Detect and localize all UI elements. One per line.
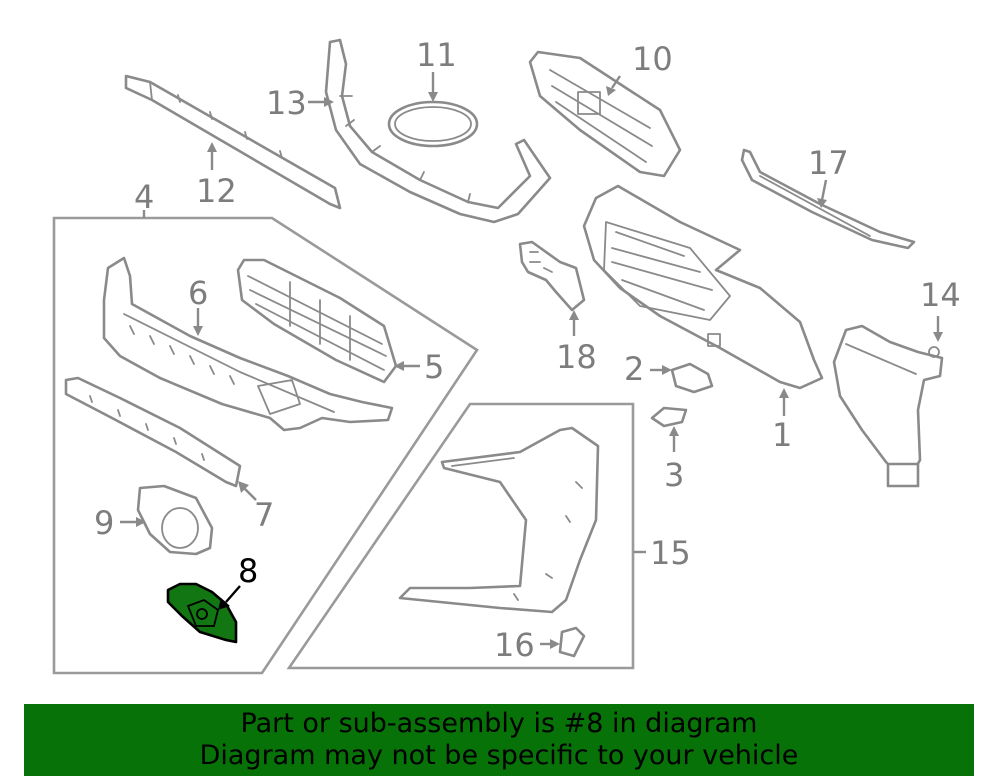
banner-line-1: Part or sub-assembly is #8 in diagram — [240, 708, 758, 739]
part-7-lower-strip — [64, 376, 242, 488]
part-16-clip — [558, 626, 586, 658]
part-8-highlighted — [166, 582, 238, 644]
callout-2: 2 — [624, 350, 644, 388]
callout-16: 16 — [494, 626, 535, 664]
part-9-fog-bezel — [136, 484, 214, 556]
part-15-side-panel — [398, 426, 600, 614]
callout-6: 6 — [188, 274, 208, 312]
part-5-lower-grille — [236, 258, 398, 384]
callout-3: 3 — [664, 456, 684, 494]
callout-7: 7 — [254, 496, 274, 534]
callout-18: 18 — [556, 338, 597, 376]
part-14-duct — [832, 324, 944, 488]
callout-15: 15 — [650, 534, 691, 572]
info-banner: Part or sub-assembly is #8 in diagram Di… — [24, 704, 974, 776]
callout-8: 8 — [238, 552, 258, 590]
part-1-bumper-cover — [582, 184, 824, 390]
callout-4: 4 — [134, 178, 154, 216]
callout-9: 9 — [94, 504, 114, 542]
part-10-upper-grille — [528, 50, 682, 178]
group-4-outline — [52, 216, 479, 675]
callout-labels: 11 10 13 12 17 4 6 5 18 2 3 1 14 7 9 8 1… — [94, 36, 961, 664]
group-15-outline — [286, 402, 635, 670]
callout-14: 14 — [920, 276, 961, 314]
part-12-trim-strip — [124, 74, 342, 210]
part-13-molding — [324, 38, 552, 224]
part-11-emblem-ring — [387, 100, 479, 148]
callout-5: 5 — [424, 348, 444, 386]
banner-line-2: Diagram may not be specific to your vehi… — [199, 740, 799, 771]
part-18-bracket — [518, 240, 586, 312]
parts-diagram: 11 10 13 12 17 4 6 5 18 2 3 1 14 7 9 8 1… — [52, 36, 961, 675]
callout-11: 11 — [416, 36, 457, 74]
callout-10: 10 — [632, 40, 673, 78]
part-3-cover — [650, 406, 688, 428]
part-6-lower-bumper — [102, 256, 394, 432]
callout-1: 1 — [772, 416, 792, 454]
callout-12: 12 — [196, 172, 237, 210]
callout-17: 17 — [808, 144, 849, 182]
part-2-cap — [670, 362, 714, 394]
callout-13: 13 — [266, 84, 307, 122]
leader-lines — [120, 72, 943, 649]
part-17-side-trim — [740, 148, 916, 250]
